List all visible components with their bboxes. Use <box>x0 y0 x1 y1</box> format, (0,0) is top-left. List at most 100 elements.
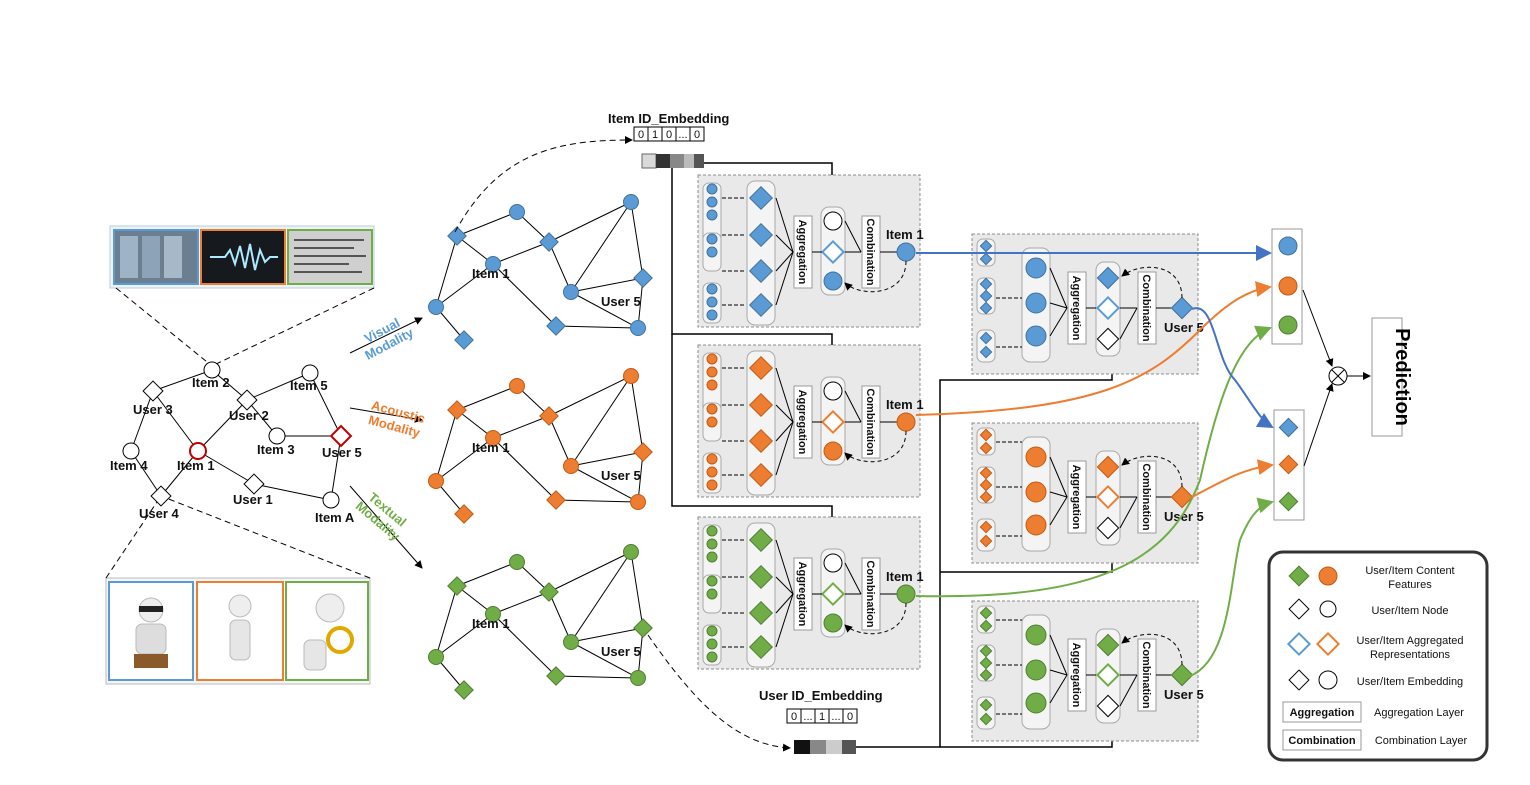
visual-item-combination-label: Combination <box>864 218 876 285</box>
subgraph-edge <box>435 437 494 482</box>
subgraph-edge <box>435 409 458 482</box>
visual-user-feature <box>979 277 993 291</box>
textual-item-node <box>485 606 501 622</box>
acoustic-user-feature <box>979 520 993 534</box>
subgraph-edge <box>548 551 632 593</box>
legend-combination-text: Combination Layer <box>1375 735 1468 747</box>
user-3-node <box>142 380 164 402</box>
visual-item-output <box>896 242 916 262</box>
textual-user-node <box>539 582 559 602</box>
user-4-node <box>150 485 172 507</box>
item-textual-rep <box>1278 315 1298 335</box>
subgraph-edge <box>570 551 632 643</box>
subgraph-edge <box>456 561 518 587</box>
textual-user-embedding-node <box>1096 694 1120 718</box>
user-5-node <box>329 424 353 448</box>
textual-user-node-rep <box>1096 633 1120 657</box>
visual-item-feature <box>706 209 718 221</box>
item-representation-column <box>1271 228 1303 345</box>
acoustic-user-feature <box>979 490 993 504</box>
user-item-graph: Item 2 Item 5 User 3 User 2 Item 3 Item … <box>110 361 362 525</box>
visual-item-feature <box>706 296 718 308</box>
user-1-label: User 1 <box>233 492 273 507</box>
item-embedding-cell <box>689 126 705 142</box>
legend-aggregated-diamond-orange <box>1315 631 1341 657</box>
subgraph-edge <box>435 585 458 658</box>
visual-user-node <box>633 268 653 288</box>
acoustic-user-feature <box>979 466 993 480</box>
acoustic-item-neighbor <box>748 428 774 454</box>
acoustic-user-aggregation-label: Aggregation <box>1070 465 1082 530</box>
subgraph-edge <box>570 451 644 467</box>
legend-node-circle <box>1319 600 1337 618</box>
subgraph-edge <box>555 325 639 329</box>
subgraph-edge <box>456 385 518 411</box>
textual-user-aggregation-label: Aggregation <box>1070 643 1082 708</box>
acoustic-item-combination-label: Combination <box>864 388 876 455</box>
textual-item-node <box>509 554 525 570</box>
legend-embedding-circle <box>1318 670 1338 690</box>
visual-user-node <box>447 226 467 246</box>
acoustic-modality-label: AcousticModality <box>367 397 427 440</box>
acoustic-item-feature <box>706 416 718 428</box>
svg-text:TextualModality: TextualModality <box>353 487 413 544</box>
user-embedding-cell <box>842 708 858 724</box>
item-embedding-cell-value: 1 <box>652 129 658 141</box>
textual-user-aggregated-rep <box>1095 662 1121 688</box>
acoustic-user-feature <box>979 441 993 455</box>
acoustic-user-node <box>539 406 559 426</box>
textual-user-feature <box>979 668 993 682</box>
visual-user-node <box>546 316 566 336</box>
acoustic-user-combination-label: Combination <box>1140 463 1152 530</box>
visual-item-node-rep <box>823 271 843 291</box>
svg-text:VisualModality: VisualModality <box>355 311 416 363</box>
textual-user-feature <box>979 712 993 726</box>
item-2-node <box>203 361 221 379</box>
visual-item-feature <box>706 196 718 208</box>
acoustic-item-node-rep <box>823 441 843 461</box>
acoustic-user-node-rep <box>1096 455 1120 479</box>
visual-user-feature <box>979 239 993 253</box>
textual-item-neighbor <box>748 634 774 660</box>
acoustic-user-output-label: User 5 <box>1164 509 1204 524</box>
textual-item-feature <box>706 575 718 587</box>
acoustic-item-node <box>630 494 646 510</box>
acoustic-item-node <box>623 368 639 384</box>
legend-feature-diamond <box>1288 565 1310 587</box>
visual-user-neighbor <box>1025 257 1047 279</box>
visual-user-feature <box>979 289 993 303</box>
visual-user-feature <box>979 331 993 345</box>
visual-user-aggregated-rep <box>1095 295 1121 321</box>
visual-user-feature <box>979 301 993 315</box>
user-embedding-cell-value: 0 <box>791 711 797 723</box>
acoustic-item-feature <box>706 479 718 491</box>
acoustic-item-feature <box>706 379 718 391</box>
textual-item-aggregated-rep <box>820 581 846 607</box>
textual-item-feature <box>706 525 718 537</box>
visual-item-neighbor <box>748 258 774 284</box>
user-embedding-cell-value: 0 <box>847 711 853 723</box>
visual-user-feature <box>979 345 993 359</box>
legend-aggregation-key: Aggregation <box>1290 707 1355 719</box>
subgraph-edge <box>456 211 518 237</box>
visual-item-feature <box>706 246 718 258</box>
acoustic-user-node <box>546 490 566 510</box>
visual-item-output-label: Item 1 <box>886 227 924 242</box>
textual-item-embedding-node <box>823 553 843 573</box>
acoustic-user-embedding-node <box>1096 516 1120 540</box>
acoustic-item-output <box>896 412 916 432</box>
visual-item-neighbor <box>748 292 774 318</box>
visual-user-output-label: User 5 <box>1164 320 1204 335</box>
subgraph-edge <box>555 499 639 503</box>
item-4-label: Item 4 <box>110 458 148 473</box>
subgraph-edge <box>630 201 644 279</box>
user-embedding-title: User ID_Embedding <box>759 688 883 703</box>
acoustic-item-neighbor <box>748 462 774 488</box>
subgraph-edge <box>548 241 572 293</box>
visual-user-node <box>454 330 474 350</box>
visual-item-node <box>563 284 579 300</box>
